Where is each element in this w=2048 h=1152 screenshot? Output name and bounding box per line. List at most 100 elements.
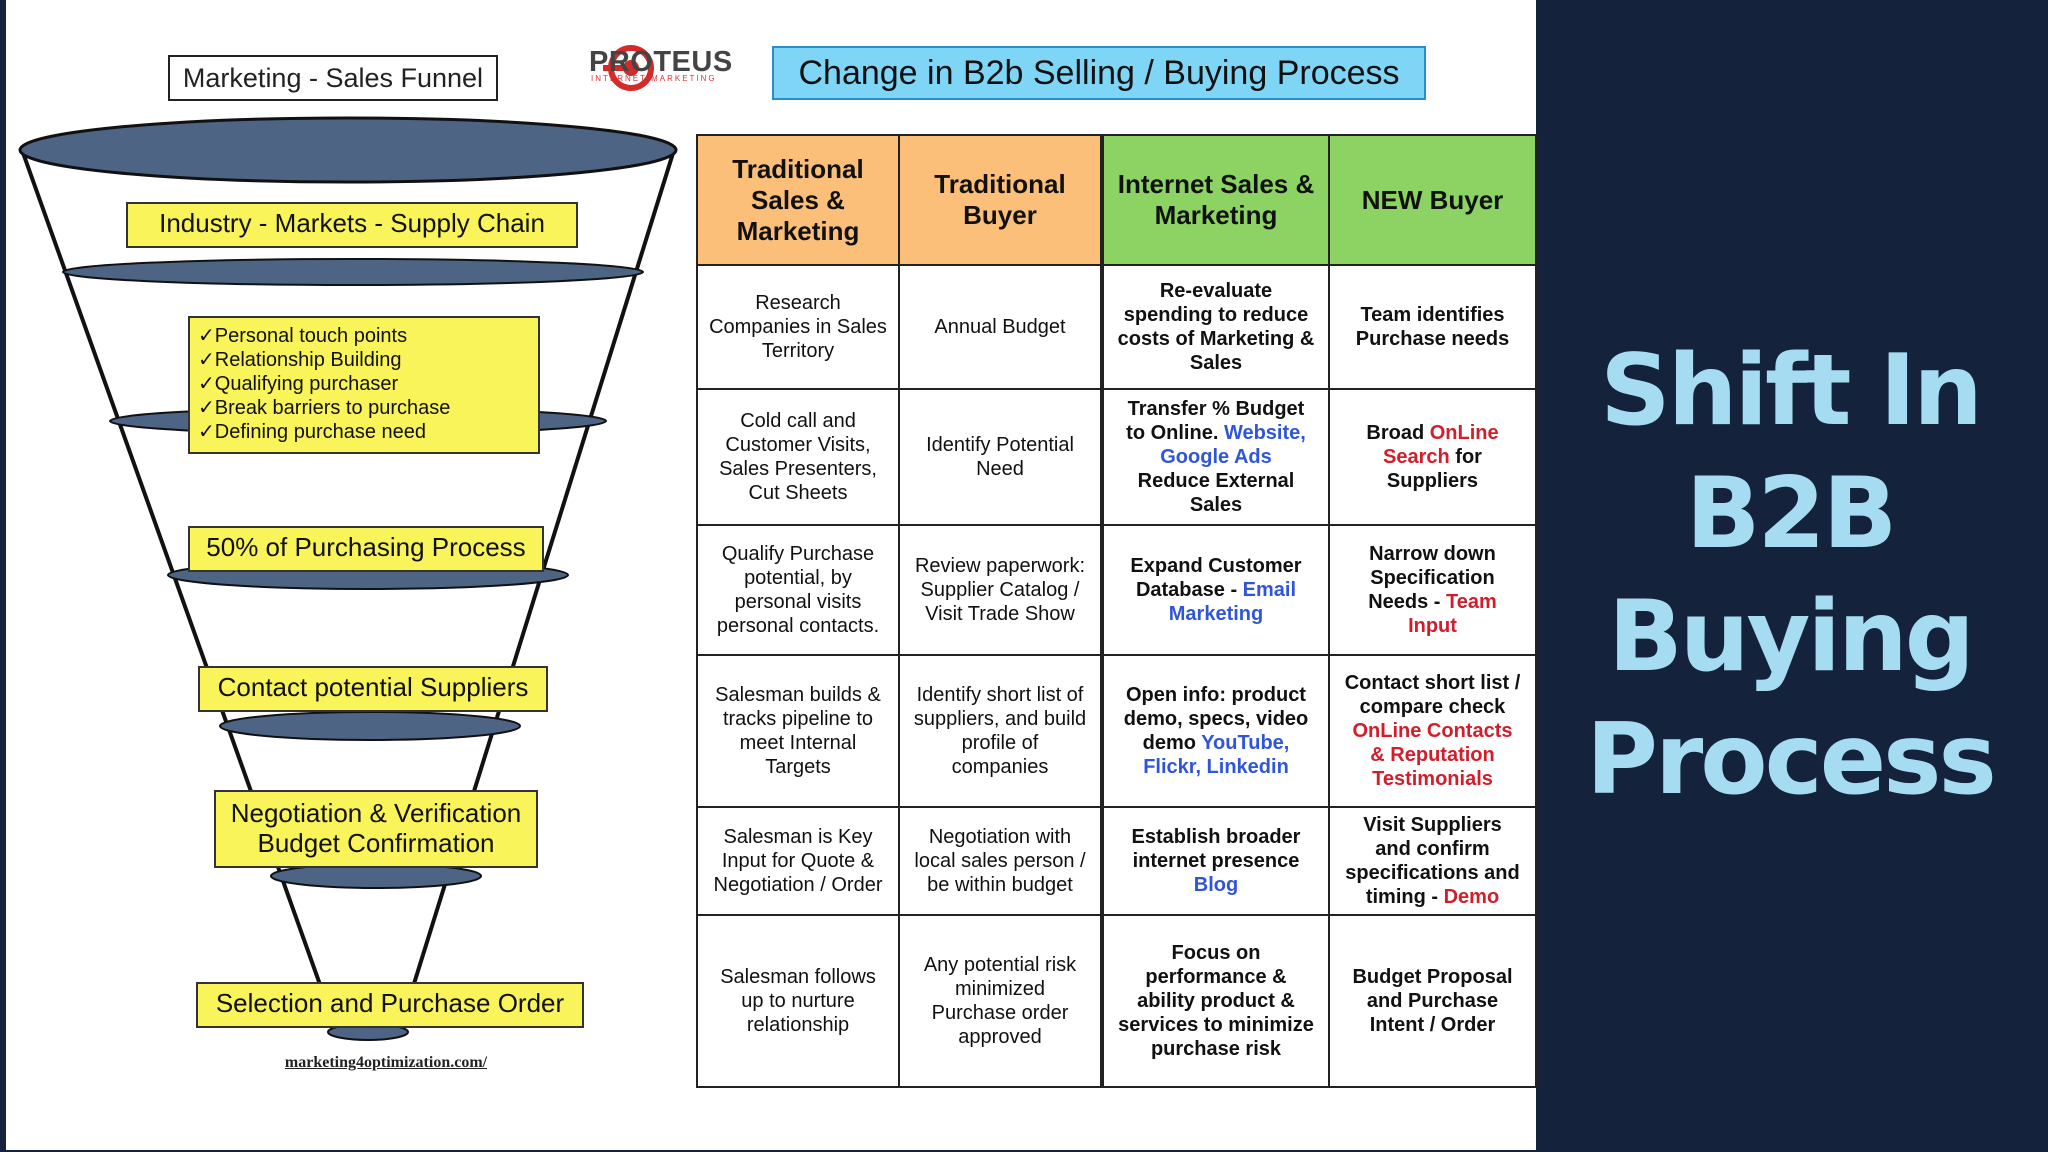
cell-line: Salesman follows	[720, 966, 876, 988]
cell-line: personal contacts.	[716, 615, 880, 637]
cell-line: specifications and	[1345, 862, 1520, 884]
cell-line: timing - Demo	[1365, 886, 1500, 908]
cell-line: Annual Budget	[934, 316, 1066, 338]
stage-label: Selection and Purchase Order	[215, 988, 565, 1018]
cell-line: Visit Suppliers	[1363, 814, 1502, 836]
header-line: Internet Sales &	[1117, 169, 1315, 199]
checklist-box: ✓Personal touch points ✓Relationship Bui…	[188, 316, 540, 454]
cell-line: Companies in Sales	[709, 316, 887, 338]
logo-tagline: INTERNET MARKETING	[591, 74, 717, 83]
cell-line: Targets	[765, 756, 831, 778]
header-line: NEW Buyer	[1361, 184, 1504, 215]
cell-line: Specification	[1370, 567, 1495, 589]
cell-line: Sales	[1189, 494, 1243, 516]
stage-label: Budget Confirmation	[257, 828, 495, 858]
cell-line: Search for	[1383, 446, 1482, 468]
cell-line: Re-evaluate	[1159, 280, 1273, 302]
cell-line: Focus on	[1171, 942, 1261, 964]
cell-line: Suppliers	[1386, 470, 1479, 492]
cell-line: local sales person /	[914, 850, 1086, 872]
cell-line: Sales Presenters,	[719, 458, 877, 480]
cell-line: Flickr, Linkedin	[1143, 756, 1289, 778]
cell-line: Intent / Order	[1369, 1014, 1496, 1036]
cell-line: Contact short list /	[1344, 672, 1521, 694]
header-line: Traditional	[934, 169, 1066, 199]
cell-line: demo, specs, video	[1123, 708, 1309, 730]
cell-line: internet presence	[1132, 850, 1300, 872]
cell-line: to Online. Website,	[1126, 422, 1306, 444]
cell-line: Marketing	[1168, 603, 1264, 625]
cell-line: Narrow down	[1369, 543, 1496, 565]
table-cell: Review paperwork:Supplier Catalog /Visit…	[898, 524, 1103, 656]
cell-line: performance &	[1145, 966, 1287, 988]
cell-line: Input	[1408, 615, 1457, 637]
cell-line: Team identifies	[1360, 304, 1505, 326]
side-heading-line: Buying	[1608, 580, 1975, 694]
cell-line: Identify short list of	[916, 684, 1084, 706]
cell-line: Transfer % Budget	[1127, 398, 1305, 420]
checklist-item: ✓Personal touch points	[198, 325, 408, 347]
funnel-rim	[18, 116, 678, 184]
stage-industry: Industry - Markets - Supply Chain	[126, 202, 578, 248]
cell-line: Review paperwork:	[914, 555, 1086, 577]
side-heading: Shift In B2B Buying Process	[1560, 330, 2020, 822]
stage-negotiation: Negotiation & Verification Budget Confir…	[214, 790, 538, 868]
header-line: Traditional	[732, 153, 864, 184]
cell-line: Broad OnLine	[1366, 422, 1499, 444]
cell-line: companies	[951, 756, 1049, 778]
cell-line: approved	[958, 1026, 1042, 1048]
logo-wordmark: PROTEUS	[589, 46, 733, 78]
cell-line: profile of	[961, 732, 1039, 754]
cell-line: Database - Email	[1135, 579, 1297, 601]
cell-line: Testimonials	[1372, 768, 1493, 790]
stage-label: Industry - Markets - Supply Chain	[159, 208, 545, 238]
cell-line: Purchase order	[931, 1002, 1069, 1024]
cell-line: Reduce External	[1137, 470, 1295, 492]
slide: Marketing - Sales Funnel PROTEUS INTERNE…	[6, 0, 1537, 1150]
header-line: Sales &	[751, 184, 845, 215]
cell-line: compare check	[1359, 696, 1506, 718]
header-line: Buyer	[963, 200, 1037, 230]
funnel-title: Marketing - Sales Funnel	[168, 55, 498, 101]
cell-line: Purchase needs	[1355, 328, 1510, 350]
cell-line: & Reputation	[1370, 744, 1495, 766]
proteus-logo	[603, 45, 654, 91]
cell-line: minimized	[954, 978, 1046, 1000]
cell-line: Need	[976, 458, 1024, 480]
checklist-item: ✓Defining purchase need	[198, 421, 427, 443]
table-cell: Annual Budget	[898, 264, 1103, 390]
stage-label: Contact potential Suppliers	[217, 672, 529, 702]
source-link[interactable]: marketing4optimization.com/	[284, 1054, 488, 1071]
cell-line: tracks pipeline to	[722, 708, 874, 730]
cell-line: ability product &	[1137, 990, 1295, 1012]
cell-line: Cut Sheets	[748, 482, 848, 504]
funnel-layer	[62, 258, 644, 286]
table-title: Change in B2b Selling / Buying Process	[772, 46, 1426, 100]
cell-line: Any potential risk	[923, 954, 1077, 976]
cell-line: services to minimize	[1118, 1014, 1314, 1036]
cell-line: Research	[755, 292, 841, 314]
cell-line: suppliers, and build	[913, 708, 1087, 730]
cell-line: potential, by	[744, 567, 852, 589]
cell-line: be within budget	[927, 874, 1073, 896]
